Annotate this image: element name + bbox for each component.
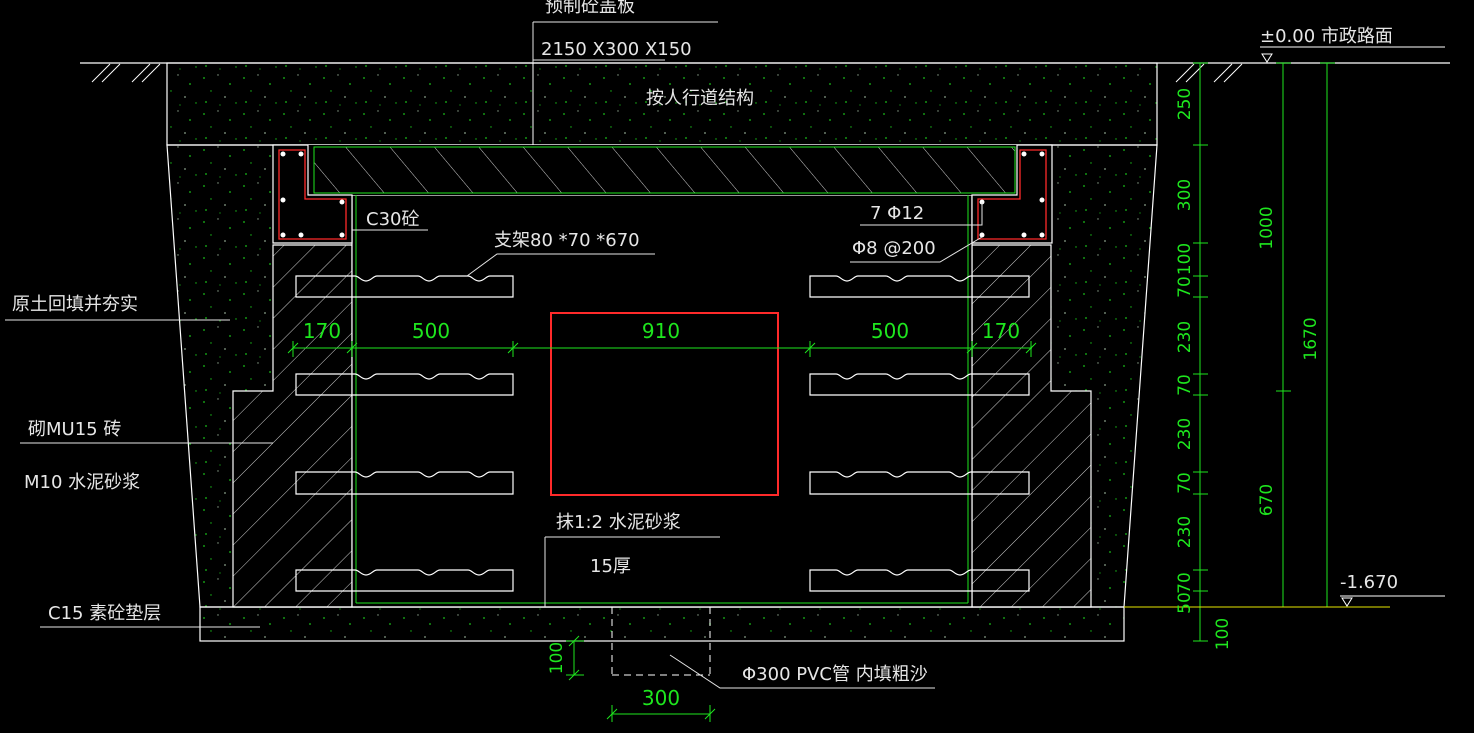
bracket-left-3 [295, 471, 514, 495]
dim-670: 670 [1257, 484, 1277, 516]
trench-interior [351, 194, 973, 608]
dim-50: 50 [1175, 592, 1195, 614]
bracket-left-4 [295, 569, 514, 592]
elevation-top-label: ±0.00 市政路面 [1260, 26, 1393, 47]
leader-lines [5, 21, 983, 689]
elevation-bottom-label: -1.670 [1340, 572, 1398, 593]
dim-70-d: 70 [1175, 572, 1195, 594]
cushion-label: C15 素砼垫层 [48, 603, 161, 624]
dim-500-left: 500 [412, 319, 450, 343]
dim-500-right: 500 [871, 319, 909, 343]
dim-70-b: 70 [1175, 374, 1195, 396]
bracket-label: 支架80 *70 *670 [494, 230, 640, 251]
c15-cushion-layer [199, 606, 1125, 642]
dim-170-left: 170 [303, 319, 341, 343]
pvc-drain-pipe [611, 607, 711, 676]
dim-250: 250 [1175, 88, 1195, 120]
plaster-label: 抹1:2 水泥砂浆 [556, 512, 681, 533]
cover-slab [308, 145, 1017, 195]
highlight-box [550, 312, 779, 496]
bracket-right-3 [809, 471, 1030, 495]
sidewalk-layer [166, 62, 1158, 146]
dim-1000: 1000 [1257, 206, 1277, 249]
vertical-dimension-chains [1193, 62, 1335, 642]
cover-plate-name: 预制砼盖板 [545, 0, 635, 17]
dim-230-c: 230 [1175, 516, 1195, 548]
bracket-right-4 [809, 569, 1030, 592]
bracket-left-1 [295, 275, 514, 298]
cable-brackets [295, 275, 1030, 592]
cover-plate-size: 2150 X300 X150 [541, 39, 692, 60]
rebar-stirrup-label: Φ8 @200 [852, 238, 936, 259]
bracket-right-2 [809, 373, 1030, 396]
bracket-right-1 [809, 275, 1030, 298]
pipe-dimension-lines [566, 635, 716, 722]
backfill-label: 原土回填并夯实 [12, 294, 138, 315]
dim-70-a: 70 [1175, 276, 1195, 298]
elevation-lines [1124, 46, 1445, 608]
dim-230-a: 230 [1175, 321, 1195, 353]
bracket-left-2 [295, 373, 514, 396]
dim-70-c: 70 [1175, 472, 1195, 494]
plaster-thickness-label: 15厚 [590, 556, 631, 577]
vertical-dim-labels: 250 300 100 70 230 70 230 70 230 70 50 1… [1175, 88, 1321, 650]
dim-100-bottom: 100 [1213, 618, 1233, 650]
mortar-label: M10 水泥砂浆 [24, 472, 140, 493]
dim-100: 100 [1175, 243, 1195, 275]
dim-pipe-300: 300 [642, 686, 680, 710]
pvc-pipe-label: Φ300 PVC管 内填粗沙 [742, 664, 928, 685]
dim-170-right: 170 [982, 319, 1020, 343]
rebar-main-label: 7 Φ12 [870, 203, 924, 224]
horizontal-dimension-chain [287, 341, 1037, 357]
sidewalk-label: 按人行道结构 [646, 88, 754, 109]
dim-1670: 1670 [1301, 317, 1321, 360]
brick-label: 砌MU15 砖 [28, 419, 121, 440]
c30-beam-left [272, 144, 353, 244]
dim-910: 910 [642, 319, 680, 343]
dim-230-b: 230 [1175, 418, 1195, 450]
dim-pipe-100: 100 [547, 642, 567, 674]
c30-label: C30砼 [366, 209, 419, 230]
dim-300: 300 [1175, 179, 1195, 211]
